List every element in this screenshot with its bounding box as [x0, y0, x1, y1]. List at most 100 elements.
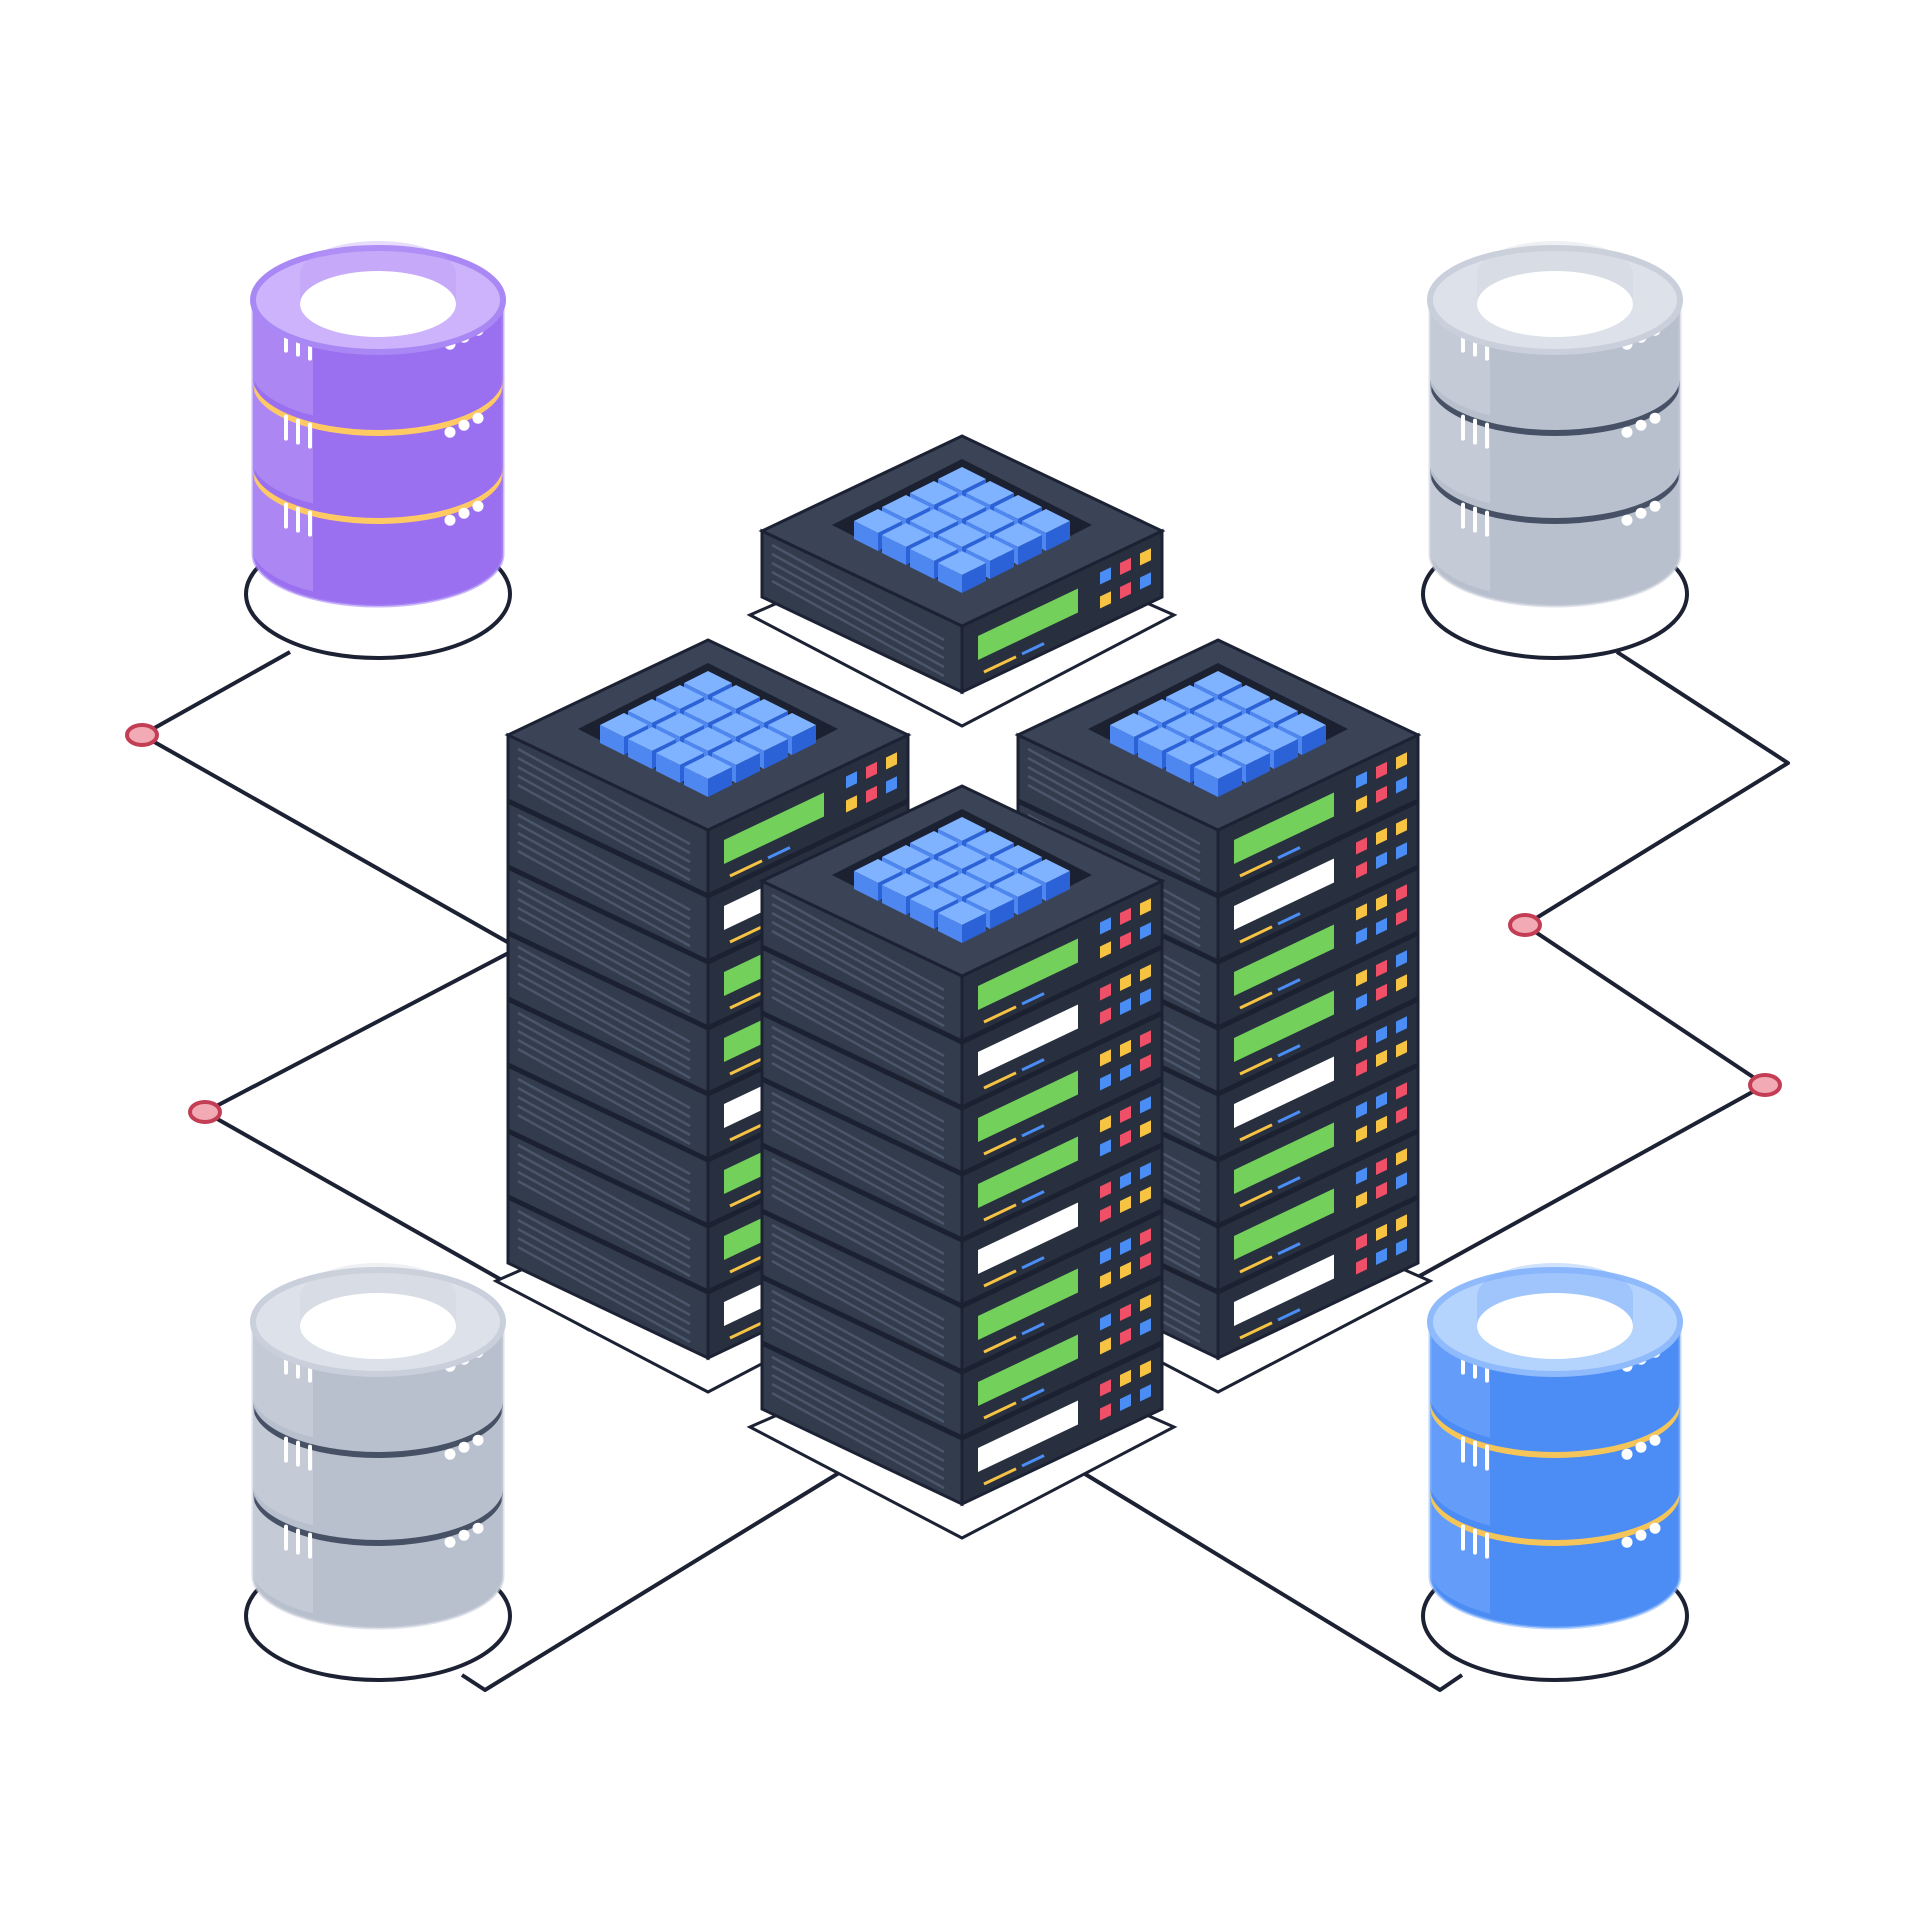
- database-light-dot-icon: [472, 1434, 484, 1446]
- rack-cube-right: [736, 753, 760, 783]
- database-highlight: [1430, 388, 1490, 504]
- rack-vent: [771, 1157, 945, 1256]
- rack-led-icon: [1100, 1313, 1111, 1331]
- rack-display: [1234, 858, 1334, 930]
- rack-led-icon: [1140, 1186, 1151, 1204]
- rack-indicator-strip: [1021, 1124, 1045, 1138]
- rack-led-icon: [1120, 1303, 1131, 1321]
- rack-led-icon: [1100, 917, 1111, 935]
- rack-vent: [771, 902, 945, 1001]
- rack-cube-left: [938, 913, 962, 943]
- database-light-dot-icon: [1621, 426, 1633, 438]
- rack-cube-right: [990, 549, 1014, 579]
- rack-vent: [517, 906, 691, 1005]
- rack-vent: [517, 1047, 691, 1146]
- rack-vent: [517, 1038, 691, 1137]
- rack-vent: [771, 1298, 945, 1397]
- rack-led-icon: [1356, 927, 1367, 945]
- rack-cube-right: [962, 563, 986, 593]
- rack-vent: [517, 972, 691, 1071]
- rack-display: [978, 1202, 1078, 1274]
- rack-led-icon: [1396, 1106, 1407, 1124]
- network-connections: [125, 650, 1790, 1692]
- rack-vent: [517, 813, 691, 912]
- rack-led-icon: [846, 795, 857, 813]
- rack-cube-left: [684, 767, 708, 797]
- database-light-dot-icon: [458, 1529, 470, 1541]
- connector-line: [140, 650, 519, 950]
- server-rack-back-icon: [746, 434, 1178, 728]
- database-lid-inner: [1477, 1293, 1633, 1359]
- rack-vent: [517, 756, 691, 855]
- rack-cube-left: [938, 563, 962, 593]
- database-light-dot-icon: [1621, 1536, 1633, 1548]
- database-lid-inner: [1477, 271, 1633, 337]
- rack-cube-left: [910, 899, 934, 929]
- rack-indicator-strip: [729, 859, 763, 878]
- rack-unit-seam: [760, 1076, 1164, 1177]
- rack-led-icon: [1396, 1082, 1407, 1100]
- rack-display: [1234, 1122, 1334, 1194]
- database-highlight: [253, 1322, 313, 1438]
- connector-node-icon: [188, 1100, 222, 1124]
- database-light-dot-icon: [1635, 507, 1647, 519]
- rack-indicator-strip: [1021, 1256, 1045, 1270]
- rack-led-icon: [1356, 771, 1367, 789]
- rack-led-icon: [1140, 1384, 1151, 1402]
- rack-vent: [771, 1382, 945, 1481]
- rack-vent: [517, 981, 691, 1080]
- rack-vent: [771, 920, 945, 1019]
- database-lid-inner: [300, 271, 456, 337]
- rack-indicator-strip: [1277, 1242, 1301, 1256]
- database-highlight: [1430, 300, 1490, 416]
- rack-indicator-strip: [983, 1071, 1017, 1090]
- rack-vent: [517, 1011, 691, 1110]
- rack-unit-seam: [760, 1340, 1164, 1441]
- databases: [244, 241, 1689, 1682]
- rack-led-icon: [1140, 1162, 1151, 1180]
- rack-vent: [517, 831, 691, 930]
- rack-vent: [771, 893, 945, 992]
- rack-led-icon: [1100, 983, 1111, 1001]
- rack-led-icon: [1396, 1016, 1407, 1034]
- rack-vent: [517, 1218, 691, 1317]
- rack-display: [1234, 990, 1334, 1062]
- rack-vent: [517, 765, 691, 864]
- rack-cube-left: [1138, 739, 1162, 769]
- rack-cube-right: [990, 899, 1014, 929]
- database-light-dot-icon: [1649, 500, 1661, 512]
- rack-vent: [517, 945, 691, 1044]
- rack-cube-right: [764, 739, 788, 769]
- rack-led-icon: [1376, 1223, 1387, 1241]
- rack-indicator-strip: [729, 991, 763, 1010]
- rack-led-icon: [1140, 988, 1151, 1006]
- rack-led-icon: [1376, 1049, 1387, 1067]
- rack-vent: [771, 552, 945, 651]
- rack-cube-left: [854, 521, 878, 551]
- rack-vent: [517, 954, 691, 1053]
- rack-vent: [771, 1193, 945, 1292]
- rack-led-icon: [1376, 959, 1387, 977]
- rack-led-icon: [1396, 818, 1407, 836]
- rack-led-icon: [1140, 1252, 1151, 1270]
- rack-vent: [771, 986, 945, 1085]
- rack-indicator-strip: [1277, 1176, 1301, 1190]
- database-highlight: [253, 1498, 313, 1614]
- rack-vent: [771, 1259, 945, 1358]
- database-highlight: [1430, 1498, 1490, 1614]
- rack-led-icon: [1100, 1403, 1111, 1421]
- rack-indicator-strip: [983, 1005, 1017, 1024]
- rack-led-icon: [1356, 993, 1367, 1011]
- rack-led-icon: [1140, 964, 1151, 982]
- rack-led-icon: [1356, 837, 1367, 855]
- rack-led-icon: [1376, 983, 1387, 1001]
- rack-display: [978, 588, 1078, 660]
- rack-led-icon: [1396, 1040, 1407, 1058]
- rack-vent: [771, 1289, 945, 1388]
- rack-led-icon: [1376, 851, 1387, 869]
- rack-led-icon: [1376, 917, 1387, 935]
- rack-led-icon: [1356, 1059, 1367, 1077]
- rack-vent: [517, 897, 691, 996]
- rack-led-icon: [1120, 1063, 1131, 1081]
